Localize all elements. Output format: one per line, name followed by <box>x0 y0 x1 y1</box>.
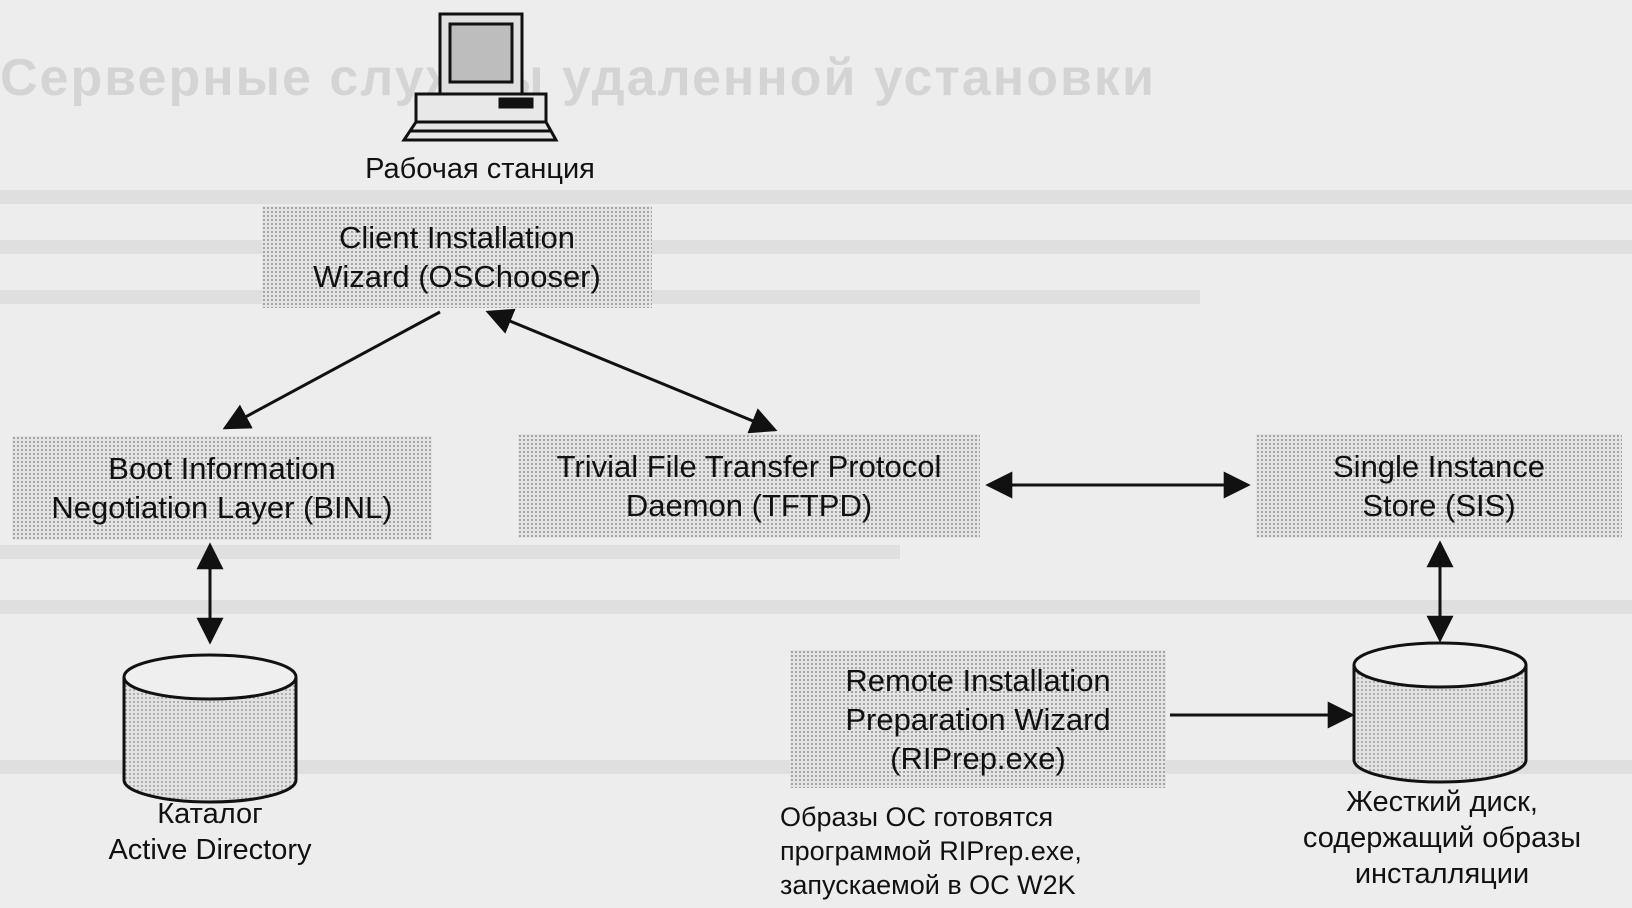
binl-line1: Boot Information <box>108 451 336 486</box>
sis-line1: Single Instance <box>1333 449 1545 484</box>
tftpd-box: Trivial File Transfer Protocol Daemon (T… <box>518 434 980 538</box>
directory-label: Каталог Active Directory <box>60 796 360 868</box>
background-text-line <box>0 545 900 559</box>
disk-label: Жесткий диск, содержащий образы инсталля… <box>1262 784 1622 892</box>
riprep-line2: Preparation Wizard <box>845 701 1111 737</box>
sis-box: Single Instance Store (SIS) <box>1256 434 1622 538</box>
disk-line1: Жесткий диск, <box>1346 786 1538 818</box>
disk-line3: инсталляции <box>1354 858 1530 890</box>
riprep-note: Образы ОС готовятся программой RIPrep.ex… <box>780 800 1220 902</box>
disk-line2: содержащий образы <box>1302 822 1582 854</box>
client-wizard-line1: Client Installation <box>338 220 576 255</box>
arrow-wizard-tftpd <box>485 308 778 434</box>
riprep-line3: (RIPrep.exe) <box>890 740 1066 776</box>
riprep-note-line1: Образы ОС готовятся <box>780 802 1054 832</box>
tftpd-line1: Trivial File Transfer Protocol <box>556 449 942 484</box>
directory-line2: Active Directory <box>108 834 312 866</box>
sis-line2: Store (SIS) <box>1362 488 1516 523</box>
riprep-note-line2: программой RIPrep.exe, <box>780 836 1082 866</box>
riprep-line1: Remote Installation <box>845 662 1111 698</box>
directory-line1: Каталог <box>157 798 263 830</box>
binl-box: Boot Information Negotiation Layer (BINL… <box>12 436 432 540</box>
background-text-line <box>0 600 1632 614</box>
client-wizard-line2: Wizard (OSChooser) <box>313 259 601 294</box>
background-title: Серверные службы удаленной установки <box>0 49 1156 107</box>
client-wizard-box: Client Installation Wizard (OSChooser) <box>262 206 652 308</box>
tftpd-line2: Daemon (TFTPD) <box>625 488 873 523</box>
riprep-note-line3: запускаемой в ОС W2K <box>780 870 1076 900</box>
workstation-label: Рабочая станция <box>330 151 630 187</box>
background-text-line <box>0 190 1632 204</box>
arrow-wizard-to-binl <box>222 310 441 430</box>
workstation-label-text: Рабочая станция <box>365 153 595 185</box>
riprep-box: Remote Installation Preparation Wizard (… <box>790 650 1166 788</box>
binl-line2: Negotiation Layer (BINL) <box>51 490 393 525</box>
